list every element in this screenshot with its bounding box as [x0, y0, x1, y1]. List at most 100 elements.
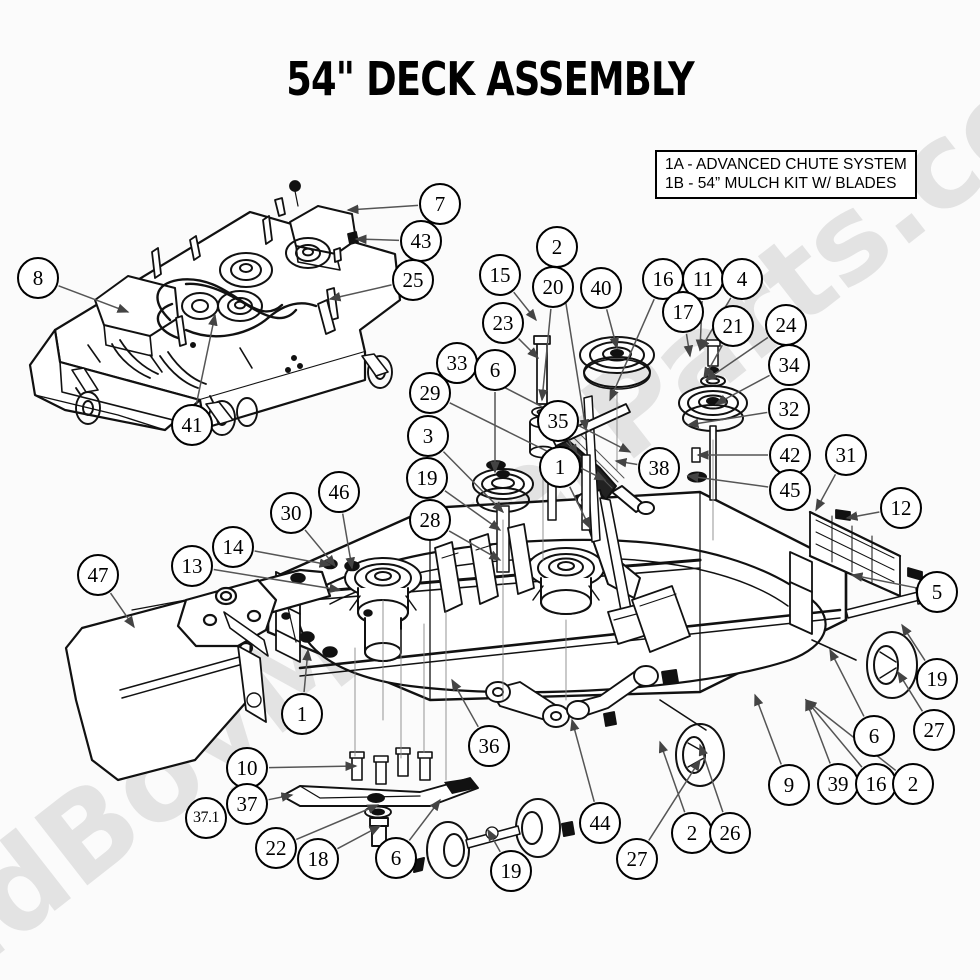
callout-label: 14	[222, 534, 244, 559]
callout-6[interactable]: 6	[375, 837, 417, 879]
callout-44[interactable]: 44	[579, 802, 621, 844]
callout-label: 38	[648, 455, 670, 480]
deck-bolts-row	[349, 747, 433, 785]
construction-lines	[354, 391, 714, 781]
callout-label: 26	[719, 820, 741, 845]
callout-24[interactable]: 24	[765, 304, 807, 346]
callout-label: 20	[542, 274, 564, 299]
callout-3[interactable]: 3	[407, 415, 449, 457]
callout-label: 19	[500, 858, 522, 883]
callout-label: 28	[419, 507, 441, 532]
callout-label: 6	[390, 845, 402, 870]
callout-label: 46	[328, 479, 350, 504]
callout-8[interactable]: 8	[17, 257, 59, 299]
callout-39[interactable]: 39	[817, 763, 859, 805]
callout-41[interactable]: 41	[171, 404, 213, 446]
callout-45[interactable]: 45	[769, 469, 811, 511]
callout-label: 13	[181, 553, 203, 578]
callout-18[interactable]: 18	[297, 838, 339, 880]
callout-label: 18	[307, 846, 329, 871]
callout-19[interactable]: 19	[406, 457, 448, 499]
callout-label: 17	[672, 299, 694, 324]
legend-box: 1A - ADVANCED CHUTE SYSTEM 1B - 54” MULC…	[655, 150, 917, 199]
callout-17[interactable]: 17	[662, 291, 704, 333]
callout-37-1[interactable]: 37.1	[185, 797, 227, 839]
callout-2[interactable]: 2	[892, 763, 934, 805]
discharge-chute-deflector	[64, 568, 332, 782]
callout-43[interactable]: 43	[400, 220, 442, 262]
callout-label: 36	[478, 733, 500, 758]
callout-1[interactable]: 1	[281, 693, 323, 735]
callout-7[interactable]: 7	[419, 183, 461, 225]
callout-19[interactable]: 19	[490, 850, 532, 892]
callout-26[interactable]: 26	[709, 812, 751, 854]
rear-roller-bars	[485, 665, 679, 728]
callout-label: 19	[926, 666, 948, 691]
callout-15[interactable]: 15	[479, 254, 521, 296]
callout-28[interactable]: 28	[409, 499, 451, 541]
callout-label: 1	[554, 454, 566, 479]
callout-4[interactable]: 4	[721, 258, 763, 300]
callout-2[interactable]: 2	[536, 226, 578, 268]
callout-label: 37.1	[193, 809, 220, 826]
callout-12[interactable]: 12	[880, 487, 922, 529]
callout-label: 19	[416, 465, 438, 490]
callout-38[interactable]: 38	[638, 447, 680, 489]
callout-27[interactable]: 27	[913, 709, 955, 751]
callout-9[interactable]: 9	[768, 764, 810, 806]
callout-37[interactable]: 37	[226, 783, 268, 825]
callout-13[interactable]: 13	[171, 545, 213, 587]
callout-36[interactable]: 36	[468, 725, 510, 767]
callout-46[interactable]: 46	[318, 471, 360, 513]
callout-label: 34	[778, 352, 800, 377]
callout-30[interactable]: 30	[270, 492, 312, 534]
callout-10[interactable]: 10	[226, 747, 268, 789]
callout-25[interactable]: 25	[392, 259, 434, 301]
callout-21[interactable]: 21	[712, 305, 754, 347]
callout-label: 10	[236, 755, 258, 780]
legend-line-1b: 1B - 54” MULCH KIT W/ BLADES	[665, 175, 897, 192]
callout-label: 4	[736, 266, 748, 291]
callout-label: 42	[779, 442, 801, 467]
callout-23[interactable]: 23	[482, 302, 524, 344]
callout-label: 16	[865, 771, 887, 796]
callout-20[interactable]: 20	[532, 266, 574, 308]
inset-deck-assembly	[28, 180, 402, 436]
callout-label: 35	[547, 408, 569, 433]
callout-6[interactable]: 6	[474, 349, 516, 391]
callout-1[interactable]: 1	[539, 446, 581, 488]
callout-label: 6	[489, 357, 501, 382]
callout-label: 41	[181, 412, 203, 437]
callout-47[interactable]: 47	[77, 554, 119, 596]
callout-label: 7	[434, 191, 446, 216]
callout-label: 15	[489, 262, 511, 287]
callout-label: 44	[589, 810, 611, 835]
callout-32[interactable]: 32	[768, 388, 810, 430]
callout-label: 5	[931, 579, 943, 604]
callout-label: 32	[778, 396, 800, 421]
callout-6[interactable]: 6	[853, 715, 895, 757]
callout-label: 22	[265, 835, 287, 860]
callout-31[interactable]: 31	[825, 434, 867, 476]
callout-35[interactable]: 35	[537, 400, 579, 442]
callout-5[interactable]: 5	[916, 571, 958, 613]
callout-label: 39	[827, 771, 849, 796]
callout-label: 47	[87, 562, 109, 587]
callout-label: 21	[722, 313, 744, 338]
callout-40[interactable]: 40	[580, 267, 622, 309]
callout-label: 6	[868, 723, 880, 748]
callout-27[interactable]: 27	[616, 838, 658, 880]
callout-29[interactable]: 29	[409, 372, 451, 414]
callout-label: 27	[626, 846, 648, 871]
callout-label: 11	[692, 266, 714, 291]
callout-34[interactable]: 34	[768, 344, 810, 386]
callout-2[interactable]: 2	[671, 812, 713, 854]
callout-label: 30	[280, 500, 302, 525]
page-title: 54" DECK ASSEMBLY	[286, 52, 694, 106]
callout-16[interactable]: 16	[855, 763, 897, 805]
callout-19[interactable]: 19	[916, 658, 958, 700]
callout-22[interactable]: 22	[255, 827, 297, 869]
callout-14[interactable]: 14	[212, 526, 254, 568]
callout-label: 40	[590, 275, 612, 300]
